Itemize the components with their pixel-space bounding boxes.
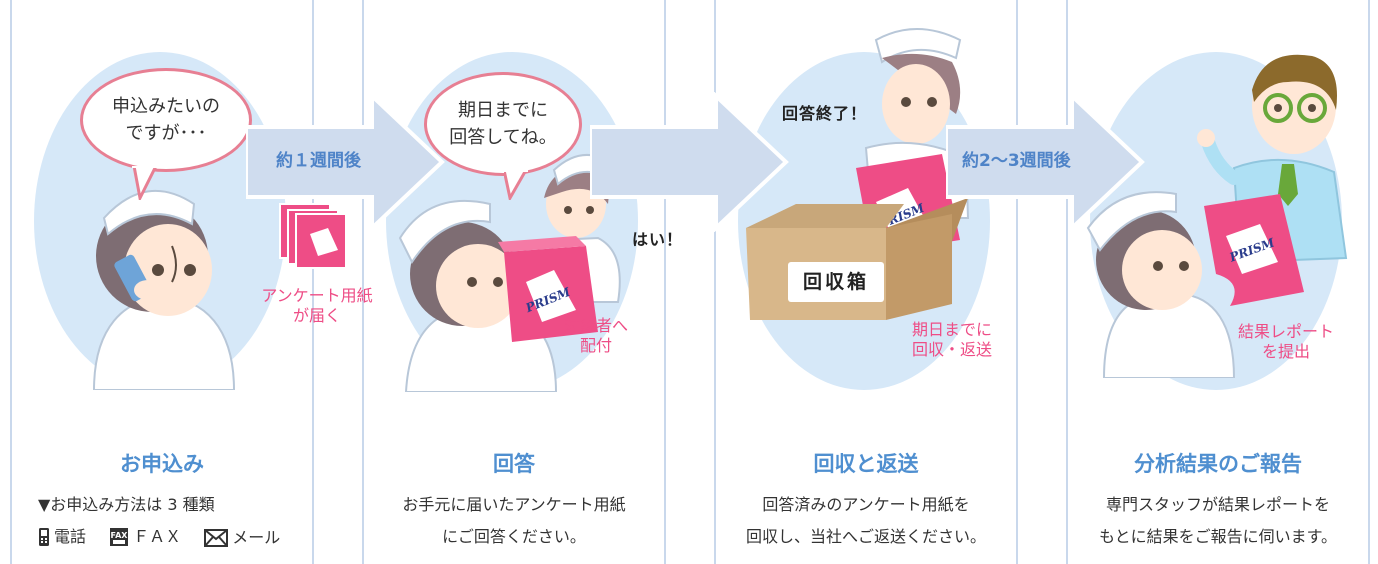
forms-arrive-caption: アンケート用紙 が届く <box>261 286 373 325</box>
arrow-label-1: 約１週間後 <box>276 151 361 171</box>
collect-caption: 期日までに 回収・返送 <box>912 320 993 359</box>
svg-text:FAX: FAX <box>111 531 129 540</box>
survey-forms-stack-illustration <box>279 203 347 269</box>
collection-box-label: 回収箱 <box>788 262 884 302</box>
method-fax: FAX ＦＡＸ <box>110 527 182 546</box>
mail-icon <box>204 529 229 547</box>
step-title: 回答 <box>493 452 535 476</box>
step-title: お申込み <box>120 452 204 476</box>
step-description: お手元に届いたアンケート用紙 にご回答ください。 <box>402 495 626 546</box>
step-description: ▼お申込み方法は 3 種類 電話 FAX ＦＡＸ メール <box>38 489 312 558</box>
flow-arrow-3 <box>946 92 1145 232</box>
speech-bubble-tail <box>132 166 158 200</box>
step-panel-apply: 申込みたいの ですが･･･ お申込み ▼お申込み方法は 3 種類 電話 FAX … <box>10 0 314 564</box>
speech-bubble: 申込みたいの ですが･･･ <box>80 68 252 172</box>
distribute-caption: 対象者へ 配付 <box>564 316 629 355</box>
fax-icon: FAX <box>110 528 129 546</box>
method-mail: メール <box>204 522 280 554</box>
flow-arrow-1 <box>246 92 445 232</box>
nurse-with-collection-box-illustration: PRISM <box>746 28 970 320</box>
step-panel-report: PRISM 結果レポート を提出 分析結果のご報告 専門スタッフが結果レポートを… <box>1066 0 1370 564</box>
step-panel-answer: PRISM 期日までに 回答してね。 はい！ 対象者へ 配付 回答 お手元に届い… <box>362 0 682 564</box>
method-phone: 電話 <box>38 521 86 553</box>
speech-bubble-tail <box>504 170 528 200</box>
report-caption: 結果レポート を提出 <box>1238 322 1335 361</box>
staff-presenting-report-illustration: PRISM <box>1086 54 1348 378</box>
step-description: 専門スタッフが結果レポートを もとに結果をご報告に伺います。 <box>1098 495 1338 546</box>
nurse-on-phone-illustration <box>92 190 236 390</box>
mobile-phone-icon <box>39 528 49 546</box>
finished-exclaim: 回答終了！ <box>782 104 868 123</box>
flow-arrow-2 <box>590 92 789 232</box>
step-title: 回収と返送 <box>813 452 919 476</box>
arrow-label-3: 約2～3週間後 <box>962 151 1071 171</box>
step-title: 分析結果のご報告 <box>1134 452 1302 476</box>
step-description: 回答済みのアンケート用紙を 回収し、当社へご返送ください。 <box>745 495 986 546</box>
reply-text: はい！ <box>632 230 684 249</box>
step-panel-collect: PRISM 回答終了！ 回収箱 期日までに 回収・返送 回収と返送 回答済みのア… <box>714 0 1018 564</box>
speech-bubble: 期日までに 回答してね。 <box>424 72 582 176</box>
